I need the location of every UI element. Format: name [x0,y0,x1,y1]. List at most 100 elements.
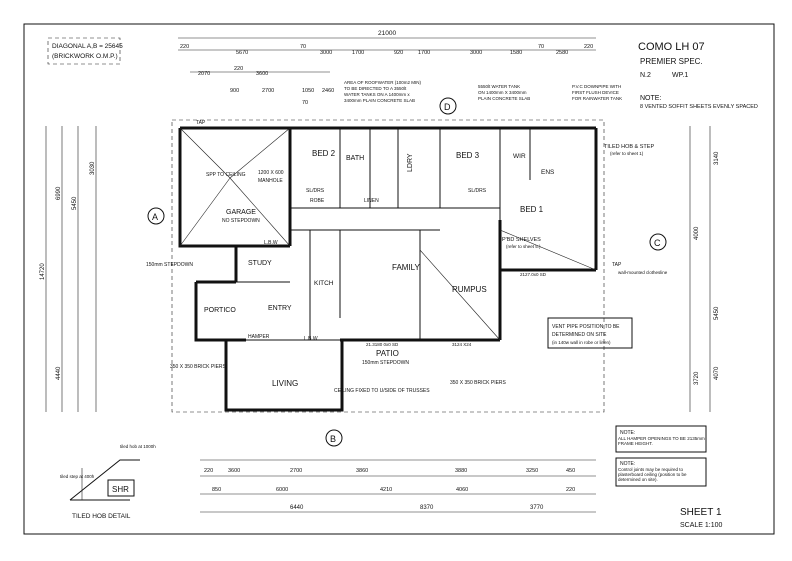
dim-sec-7: 2460 [322,88,334,94]
room-wir: WIR [513,153,526,160]
dim-bot-b: 3770 [530,505,544,511]
dim-left-total: 14720 [40,263,46,280]
label-brick-piers-left: 350 X 350 BRICK PIERS [170,364,227,370]
label-sldrs-2: SL/DRS [468,188,487,194]
room-rumpus: RUMPUS [452,285,487,294]
label-manhole: MANHOLE [258,178,283,184]
room-garage-sub: NO STEPDOWN [222,218,260,224]
dim-sec-3: 900 [230,88,239,94]
dim-bot2-1: 6000 [276,487,288,493]
dim-right-c: 5450 [714,306,720,320]
dim-top-10: 2580 [556,50,568,56]
marker-c-circle [649,233,667,251]
label-pvc-1: P.V.C DOWNPIPE WITH [572,84,621,89]
dim-bot1-5: 3250 [526,468,538,474]
room-portico: PORTICO [204,307,236,314]
room-living: LIVING [272,379,298,388]
label-lbw-1: L.B.W [264,240,278,246]
label-pvc-3: FOR RAINWATER TANK [572,96,622,101]
room-patio-sub: 150mm STEPDOWN [362,360,409,366]
marker-a: A [152,212,158,222]
note-text: 8 VENTED SOFFIT SHEETS EVENLY SPACED [640,104,758,110]
label-tiled-hob-ref: (refer to sheet 1) [610,151,644,156]
label-pvc-2: FIRST FLUSH DEVICE [572,90,619,95]
label-spp: SPP TO CEILING [206,172,246,178]
label-tank-1: AREA OF ROOFWATER (100m2 MIN) [344,80,422,85]
detail-step-note: tiled step at 400h [60,474,95,479]
room-bed1: BED 1 [520,205,544,214]
label-brick-piers-right: 350 X 350 BRICK PIERS [450,380,507,386]
dim-overall: 21000 [378,30,396,37]
label-clothesline: wall-mounted clothesline [618,270,668,275]
scale-label: SCALE 1:100 [680,522,723,529]
dim-sec-6: 70 [302,100,308,106]
room-bed2: BED 2 [312,149,336,158]
dim-top-3: 3000 [320,50,332,56]
wp-label: WP.1 [672,72,688,79]
marker-c: C [654,238,661,248]
sheet-number: SHEET 1 [680,507,722,518]
dim-bot2-0: 850 [212,487,221,493]
shr-box [107,479,135,497]
room-garage: GARAGE [226,209,256,216]
diagonal-line1: DIAGONAL A,B = 25645 [52,43,123,50]
dim-top-1: 5670 [236,50,248,56]
detail-hob-note: tiled hob at 1000h [120,444,156,449]
label-tap-1: TAP [196,120,206,126]
top-dimensions: 21000 220 5670 70 3000 1700 920 1700 300… [178,30,596,106]
drawing-border [23,23,775,535]
dim-bot1-3: 3860 [356,468,368,474]
marker-b: B [330,434,336,444]
right-dimensions: 3140 4000 5450 4070 3720 [689,126,720,412]
label-vent-2: DETERMINED ON SITE [552,332,607,338]
label-drop-2: 3124 X24 [452,342,472,347]
bottom-dimensions: 220 3600 2700 3860 3880 3250 450 850 600… [200,459,596,513]
hamper-note-fo: ALL HAMPER OPENINGS TO BE 2135mm FRAME H… [618,436,705,446]
label-tank2-2: ON 1400mm X 3400mm [478,90,527,95]
dim-bot1-1: 3600 [228,468,240,474]
dim-bot1-0: 220 [204,468,213,474]
dim-right-e: 3720 [694,371,700,385]
dim-top-5: 920 [394,50,403,56]
project-title: COMO LH 07 [638,41,705,53]
dim-right-d: 4070 [714,366,720,380]
dim-top-8: 1580 [510,50,522,56]
dim-left-b: 5450 [72,196,78,210]
marker-a-circle [147,207,165,225]
dim-left-d: 4440 [56,366,62,380]
detail-title: TILED HOB DETAIL [72,513,131,520]
diagonal-note-box [47,37,121,65]
dim-top-7: 3000 [470,50,482,56]
label-tank2-1: 5550lt WATER TANK [478,84,520,89]
dim-right-a: 3140 [714,151,720,165]
label-robe: ROBE [310,198,325,204]
dim-bot2-3: 4060 [456,487,468,493]
dim-top-2: 70 [300,44,306,50]
control-note-text: Control joints may be required to plaste… [618,467,687,482]
control-note-fo: Control joints may be required to plaste… [618,467,687,482]
room-entry: ENTRY [268,305,292,312]
dim-bot1-2: 2700 [290,468,302,474]
label-drop-1: 2127.0x0 SD [520,272,547,277]
label-hamper: HAMPER [248,334,270,340]
hamper-note-text: ALL HAMPER OPENINGS TO BE 2135mm FRAME H… [618,436,705,446]
dim-top-9: 70 [538,44,544,50]
dim-sec-1: 220 [234,66,243,72]
dim-top-4: 1700 [352,50,364,56]
room-ens: ENS [541,169,555,176]
control-note-heading: NOTE: [620,461,635,467]
dim-bot1-4: 3880 [455,468,467,474]
roof-hips [179,127,597,341]
dim-bot1-6: 450 [566,468,575,474]
dim-left-c: 3030 [90,161,96,175]
label-tank-2: TO BE DIRECTED TO A 3550lt [344,86,407,91]
label-tank2-3: PLAIN CONCRETE SLAB [478,96,530,101]
room-labels: GARAGE NO STEPDOWN BED 2 BATH LDRY BED 3… [204,149,555,388]
dim-bot2-2: 4210 [380,487,392,493]
left-dimensions: 14720 6990 5450 3030 4440 [40,126,97,412]
diagonal-line2: (BRICKWORK O.M.P.) [52,53,118,60]
dim-right-b: 4000 [694,226,700,240]
dim-top-0: 220 [180,44,189,50]
hamper-note-box [615,425,707,453]
